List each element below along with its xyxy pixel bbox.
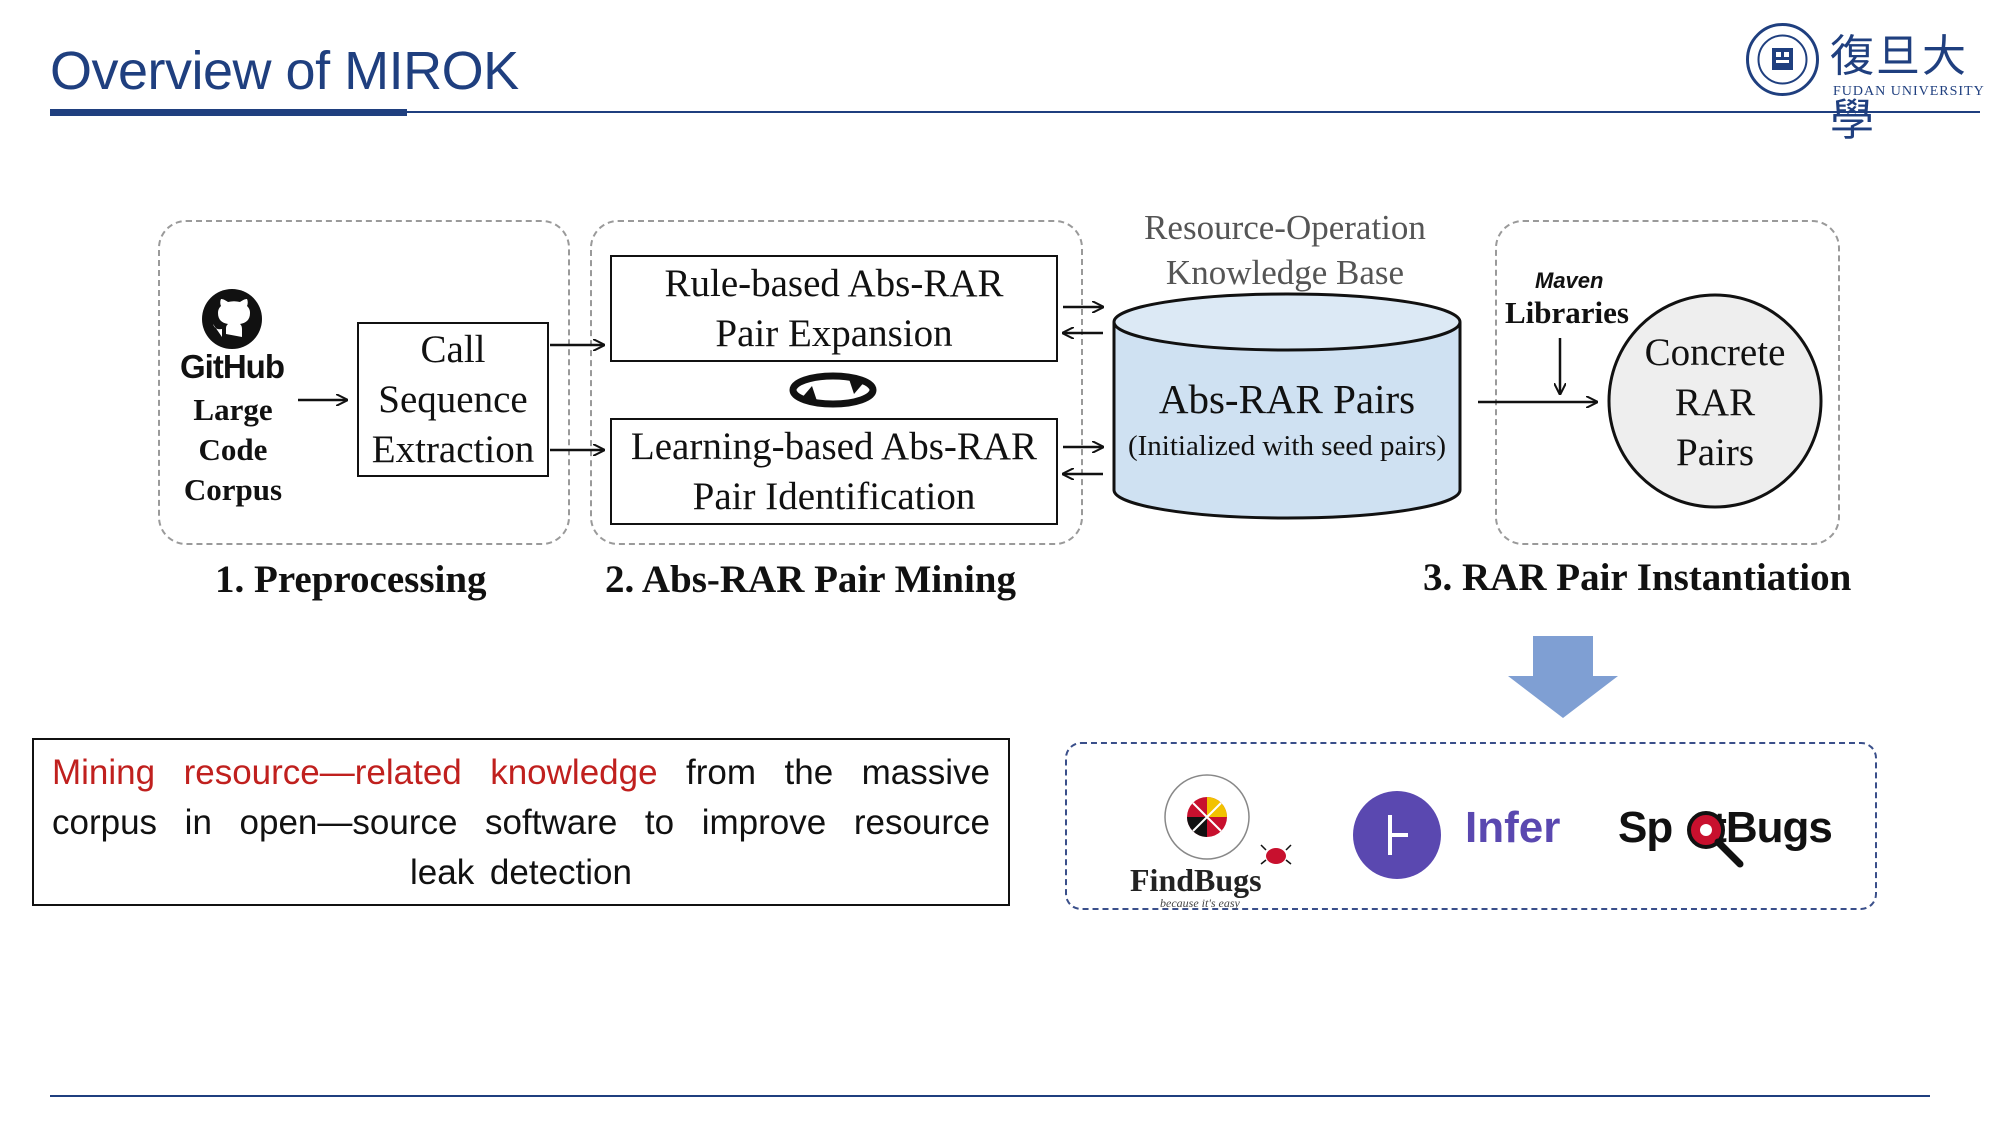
mission-rest: from the massive corpus in open—source s…	[52, 753, 990, 892]
stage-preprocessing: 1. Preprocessing	[215, 558, 487, 601]
concrete-line2: RAR	[1674, 381, 1756, 424]
fudan-logo-chinese: 復旦大學	[1830, 31, 1968, 146]
slide-title: Overview of MIROK	[50, 41, 519, 101]
findbugs-label: FindBugs	[1130, 862, 1262, 898]
github-label: GitHub	[180, 348, 285, 385]
rule-based-box: Rule-based Abs-RAR Pair Expansion	[610, 255, 1058, 362]
concrete-line3: Pairs	[1676, 431, 1754, 474]
rule-box-line1: Rule-based Abs-RAR	[664, 261, 1004, 305]
github-icon	[202, 289, 262, 349]
title-divider	[50, 111, 1980, 113]
libraries-label: Libraries	[1505, 295, 1629, 330]
stage-mining: 2. Abs-RAR Pair Mining	[605, 558, 1016, 601]
mining-container	[590, 220, 1083, 545]
concrete-rar-label: Concrete RAR Pairs	[1609, 328, 1821, 478]
concrete-line1: Concrete	[1644, 331, 1786, 374]
kb-sub: (Initialized with seed pairs)	[1127, 430, 1447, 462]
corpus-line-corpus: Corpus	[183, 472, 283, 507]
maven-logo: Maven	[1535, 268, 1604, 293]
fudan-seal-icon	[1746, 23, 1819, 96]
corpus-line-code: Code	[198, 432, 268, 467]
fudan-logo: 復旦大學 FUDAN UNIVERSITY	[1745, 22, 1984, 146]
footer-divider	[50, 1095, 1930, 1097]
call-seq-line2: Sequence	[378, 377, 528, 421]
call-sequence-box: Call Sequence Extraction	[357, 322, 549, 477]
learning-based-box: Learning-based Abs-RAR Pair Identificati…	[610, 418, 1058, 525]
bug-icon	[1260, 844, 1292, 865]
fudan-logo-english: FUDAN UNIVERSITY	[1833, 84, 1985, 99]
tools-box	[1065, 742, 1877, 910]
call-seq-line3: Extraction	[371, 427, 535, 471]
instantiation-container	[1495, 220, 1840, 545]
corpus-line-large: Large	[193, 392, 273, 427]
title-divider-accent	[50, 109, 407, 116]
infer-label: Infer	[1465, 803, 1561, 852]
findbugs-logo: FindBugs because it's easy	[1130, 762, 1305, 910]
mission-text: Mining resource—related knowledge from t…	[34, 740, 1008, 906]
spotbugs-label-pre: Sp	[1618, 803, 1673, 852]
call-seq-line1: Call	[420, 327, 486, 371]
spotbugs-label-post: tBugs	[1712, 803, 1833, 852]
kb-body: Abs-RAR Pairs	[1158, 376, 1416, 422]
kb-title: Resource-Operation Knowledge Base	[1100, 205, 1470, 295]
findbugs-tagline: because it's easy	[1160, 896, 1240, 910]
preprocessing-container	[158, 220, 570, 545]
umd-seal-icon	[1164, 774, 1250, 860]
infer-icon	[1353, 791, 1441, 879]
kb-title-line2: Knowledge Base	[1165, 253, 1405, 292]
down-arrow-icon	[1508, 636, 1618, 718]
learn-box-line2: Pair Identification	[692, 474, 976, 518]
corpus-label: Large Code Corpus	[178, 390, 288, 510]
magnifier-bug-icon	[1687, 811, 1744, 868]
stage-instantiation: 3. RAR Pair Instantiation	[1423, 556, 1852, 599]
kb-title-line1: Resource-Operation	[1144, 208, 1426, 247]
mission-box: Mining resource—related knowledge from t…	[32, 738, 1010, 906]
rule-box-line2: Pair Expansion	[715, 311, 953, 355]
learn-box-line1: Learning-based Abs-RAR	[630, 424, 1038, 468]
mission-highlight: Mining resource—related knowledge	[52, 753, 658, 792]
